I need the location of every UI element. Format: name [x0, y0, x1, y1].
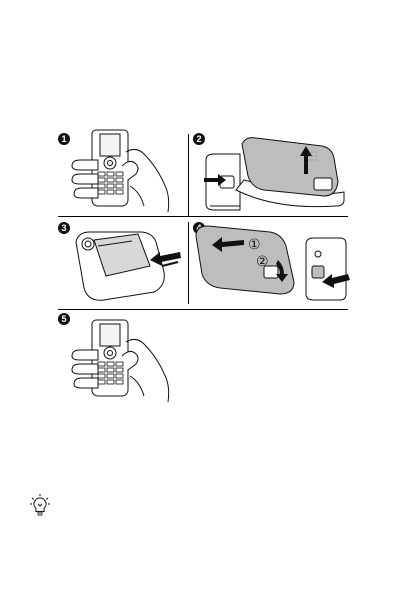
step-4-callout-1: ①: [248, 237, 261, 253]
step-4-callout-2: ②: [256, 254, 269, 270]
column-divider-1: [188, 134, 189, 216]
step-3-illustration-insert-battery: [70, 222, 186, 308]
step-4-illustration-attach-cover: ① ②: [194, 222, 350, 308]
lightbulb-tip-icon: [28, 492, 52, 518]
row-divider-2: [58, 309, 348, 310]
column-divider-2: [188, 222, 189, 304]
step-2-illustration-remove-cover: [196, 130, 348, 218]
step-5-illustration-phone-in-hand: [70, 316, 182, 406]
step-1-badge: 1: [58, 133, 70, 145]
step-3-badge: 3: [58, 222, 70, 234]
step-5-badge: 5: [58, 313, 70, 325]
step-1-illustration-phone-in-hand: [70, 126, 180, 216]
